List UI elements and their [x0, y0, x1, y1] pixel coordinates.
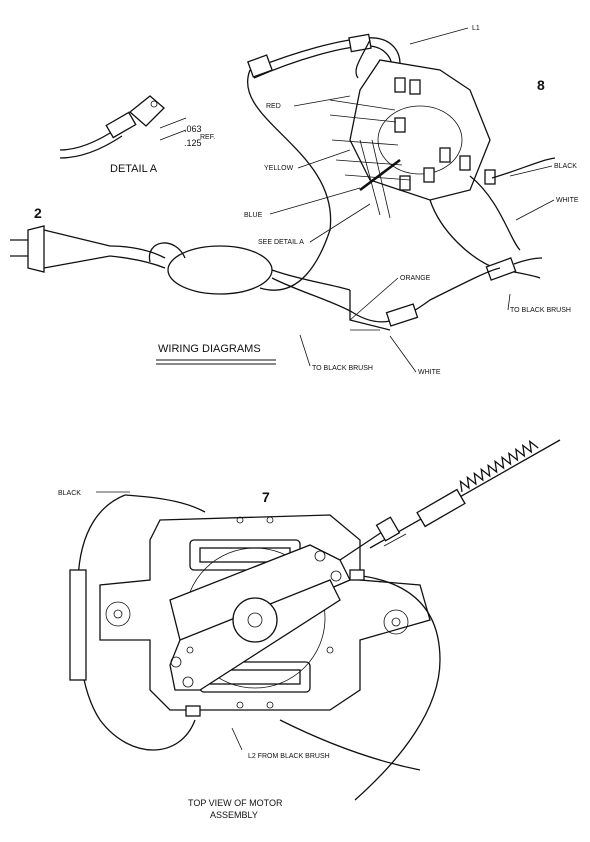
label-red: RED — [266, 103, 281, 110]
switch-assembly — [247, 33, 556, 331]
label-l1: L1 — [472, 25, 480, 32]
detail-dim-top: .063 — [184, 124, 202, 134]
motor-wiring — [69, 494, 441, 801]
label-l2: L2 FROM BLACK BRUSH — [248, 753, 330, 760]
motor-caption-line2: ASSEMBLY — [210, 810, 258, 820]
label-to-black-brush-bottom: TO BLACK BRUSH — [312, 365, 373, 372]
label-black-motor: BLACK — [58, 490, 81, 497]
detail-a-label: DETAIL A — [110, 163, 158, 175]
label-see-detail-a: SEE DETAIL A — [258, 239, 304, 246]
detail-dim-ref: REF. — [200, 134, 215, 141]
power-cord — [109, 69, 353, 313]
power-plug — [10, 225, 111, 273]
detail-dim-bottom: .125 — [184, 138, 202, 148]
label-blue: BLUE — [244, 212, 263, 219]
diagram-title: WIRING DIAGRAMS — [158, 343, 261, 355]
item-number-plug: 2 — [34, 205, 42, 221]
carbon-brush-assembly — [369, 439, 561, 549]
motor-caption-line1: TOP VIEW OF MOTOR — [188, 798, 283, 808]
label-to-black-brush-right: TO BLACK BRUSH — [510, 307, 571, 314]
label-yellow: YELLOW — [264, 165, 294, 172]
motor-assembly — [99, 514, 431, 711]
label-white-bottom: WHITE — [418, 369, 441, 376]
label-white-top: WHITE — [556, 197, 579, 204]
item-number-motor: 7 — [262, 489, 270, 505]
detail-a-terminal — [59, 95, 187, 159]
label-orange: ORANGE — [400, 275, 431, 282]
item-number-switch: 8 — [537, 77, 545, 93]
label-black-top: BLACK — [554, 163, 577, 170]
